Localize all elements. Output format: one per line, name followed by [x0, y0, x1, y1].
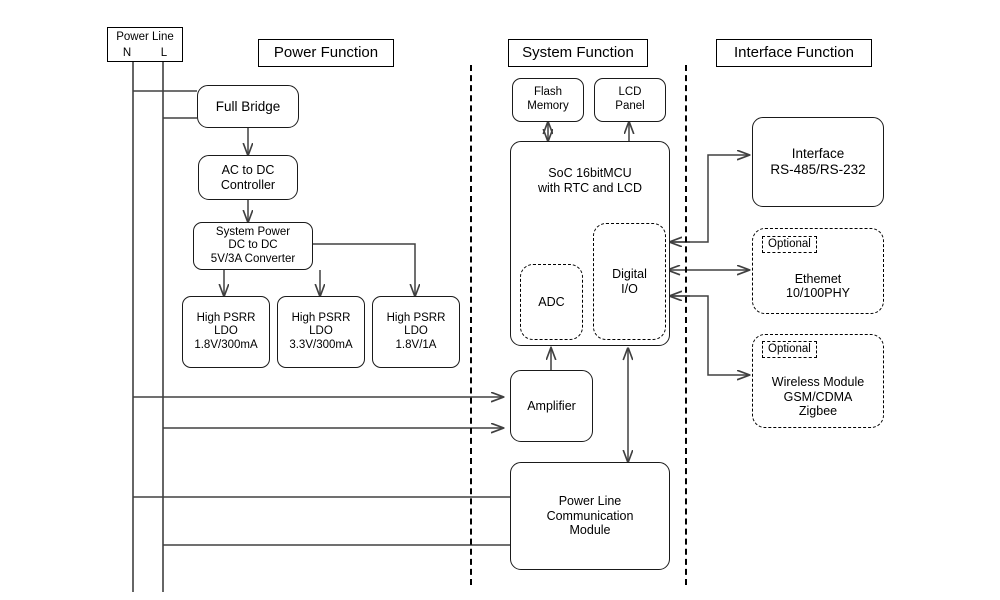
block-ethernet-phy-label: Ethemet 10/100PHY [786, 271, 850, 301]
block-soc-mcu[interactable]: SoC 16bitMCU with RTC and LCD [510, 141, 670, 346]
section-title-power-function: Power Function [258, 39, 394, 67]
block-ldo-1v8-1a-label: High PSRR LDO 1.8V/1A [386, 311, 446, 351]
power-line-source: Power Line N L [107, 27, 183, 62]
wire-digitalio-to-rs485 [668, 155, 749, 243]
power-line-neutral-label: N [122, 46, 132, 59]
block-ethernet-phy-optional-tag: Optional [762, 236, 817, 254]
section-title-power-function-label: Power Function [273, 44, 379, 62]
power-line-label: Power Line [116, 31, 174, 43]
block-lcd-panel[interactable]: LCD Panel [594, 78, 666, 122]
block-wireless-module-label: Wireless Module GSM/CDMA Zigbee [771, 374, 865, 419]
block-flash-memory[interactable]: Flash Memory [512, 78, 584, 122]
block-wireless-module-optional-tag: Optional [762, 341, 817, 359]
block-system-power-converter[interactable]: System Power DC to DC 5V/3A Converter [193, 222, 313, 270]
wire-digitalio-to-wireless [668, 295, 749, 375]
block-system-power-converter-label: System Power DC to DC 5V/3A Converter [210, 225, 296, 265]
block-lcd-panel-label: LCD Panel [615, 86, 645, 112]
block-power-line-communication-module[interactable]: Power Line Communication Module [510, 462, 670, 570]
block-digital-io-label: Digital I/O [612, 266, 647, 296]
power-line-live-label: L [160, 46, 168, 59]
block-interface-rs485-rs232-label: Interface RS-485/RS-232 [770, 146, 866, 177]
block-interface-rs485-rs232[interactable]: Interface RS-485/RS-232 [752, 117, 884, 207]
block-wireless-module[interactable]: Optional Wireless Module GSM/CDMA Zigbee [752, 334, 884, 428]
block-ldo-3v3-300ma[interactable]: High PSRR LDO 3.3V/300mA [277, 296, 365, 368]
divider-power-system [470, 65, 472, 585]
block-amplifier-label: Amplifier [527, 398, 576, 413]
block-power-line-communication-module-label: Power Line Communication Module [546, 493, 634, 538]
wire-syspower-to-ldo3 [313, 243, 415, 296]
block-flash-memory-label: Flash Memory [527, 86, 569, 112]
block-ldo-1v8-300ma[interactable]: High PSRR LDO 1.8V/300mA [182, 296, 270, 368]
block-adc-label: ADC [538, 294, 565, 309]
block-ethernet-phy[interactable]: Optional Ethemet 10/100PHY [752, 228, 884, 314]
block-adc[interactable]: ADC [520, 264, 583, 340]
block-digital-io[interactable]: Digital I/O [593, 223, 666, 340]
divider-system-interface [685, 65, 687, 585]
section-title-system-function: System Function [508, 39, 648, 67]
block-ac-to-dc-controller[interactable]: AC to DC Controller [198, 155, 298, 200]
section-title-interface-function: Interface Function [716, 39, 872, 67]
block-full-bridge[interactable]: Full Bridge [197, 85, 299, 128]
block-soc-mcu-label: SoC 16bitMCU with RTC and LCD [538, 166, 642, 195]
block-amplifier[interactable]: Amplifier [510, 370, 593, 442]
block-full-bridge-label: Full Bridge [215, 98, 281, 114]
block-ldo-1v8-300ma-label: High PSRR LDO 1.8V/300mA [194, 311, 258, 351]
section-title-interface-function-label: Interface Function [733, 44, 855, 62]
section-title-system-function-label: System Function [522, 44, 634, 62]
block-ldo-1v8-1a[interactable]: High PSRR LDO 1.8V/1A [372, 296, 460, 368]
block-ldo-3v3-300ma-label: High PSRR LDO 3.3V/300mA [289, 311, 353, 351]
block-ac-to-dc-controller-label: AC to DC Controller [220, 162, 276, 192]
